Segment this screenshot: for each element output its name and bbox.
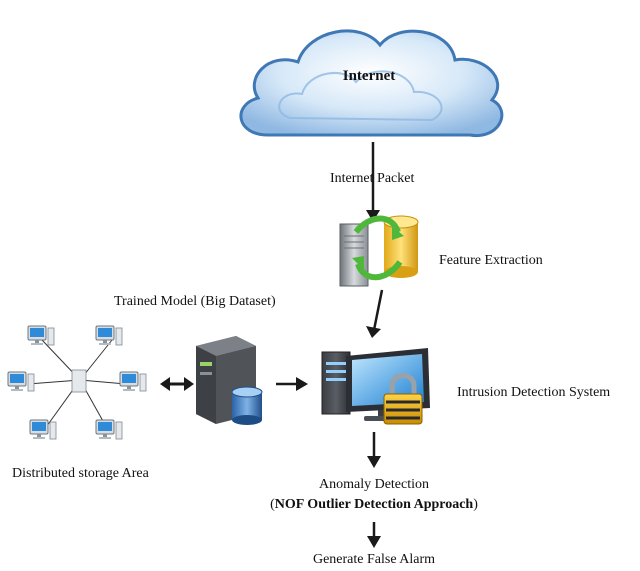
arrow-head (367, 536, 381, 548)
ids-label: Intrusion Detection System (457, 385, 611, 400)
cloud-label: Internet (342, 68, 396, 84)
anomaly-detection-label: Anomaly Detection (318, 477, 430, 492)
intrusion-detection-icon (321, 348, 430, 425)
nof-approach-bold: NOF Outlier Detection Approach (274, 497, 474, 512)
feature-extraction-label: Feature Extraction (439, 253, 543, 268)
feature-extraction-icon (339, 215, 419, 287)
trained-model-label: Trained Model (Big Dataset) (114, 294, 276, 309)
arrow-head (296, 377, 308, 391)
nof-close-paren: ) (473, 497, 478, 512)
nof-approach-label: (NOF Outlier Detection Approach) (270, 497, 478, 513)
arrow-head (367, 456, 381, 468)
distributed-network-icon (7, 325, 147, 440)
distributed-storage-label: Distributed storage Area (12, 466, 149, 481)
internet-packet-label: Internet Packet (330, 171, 415, 186)
internet-cloud-icon (239, 29, 504, 138)
arrow-head (184, 377, 194, 391)
arrow-feature-to-ids (372, 289, 384, 331)
trained-model-server-icon (196, 336, 263, 425)
arrow-head (366, 326, 381, 338)
false-alarm-label: Generate False Alarm (312, 552, 436, 567)
arrow-head (366, 210, 380, 222)
arrow-head (160, 377, 170, 391)
nof-open-paren: ( (270, 497, 275, 512)
